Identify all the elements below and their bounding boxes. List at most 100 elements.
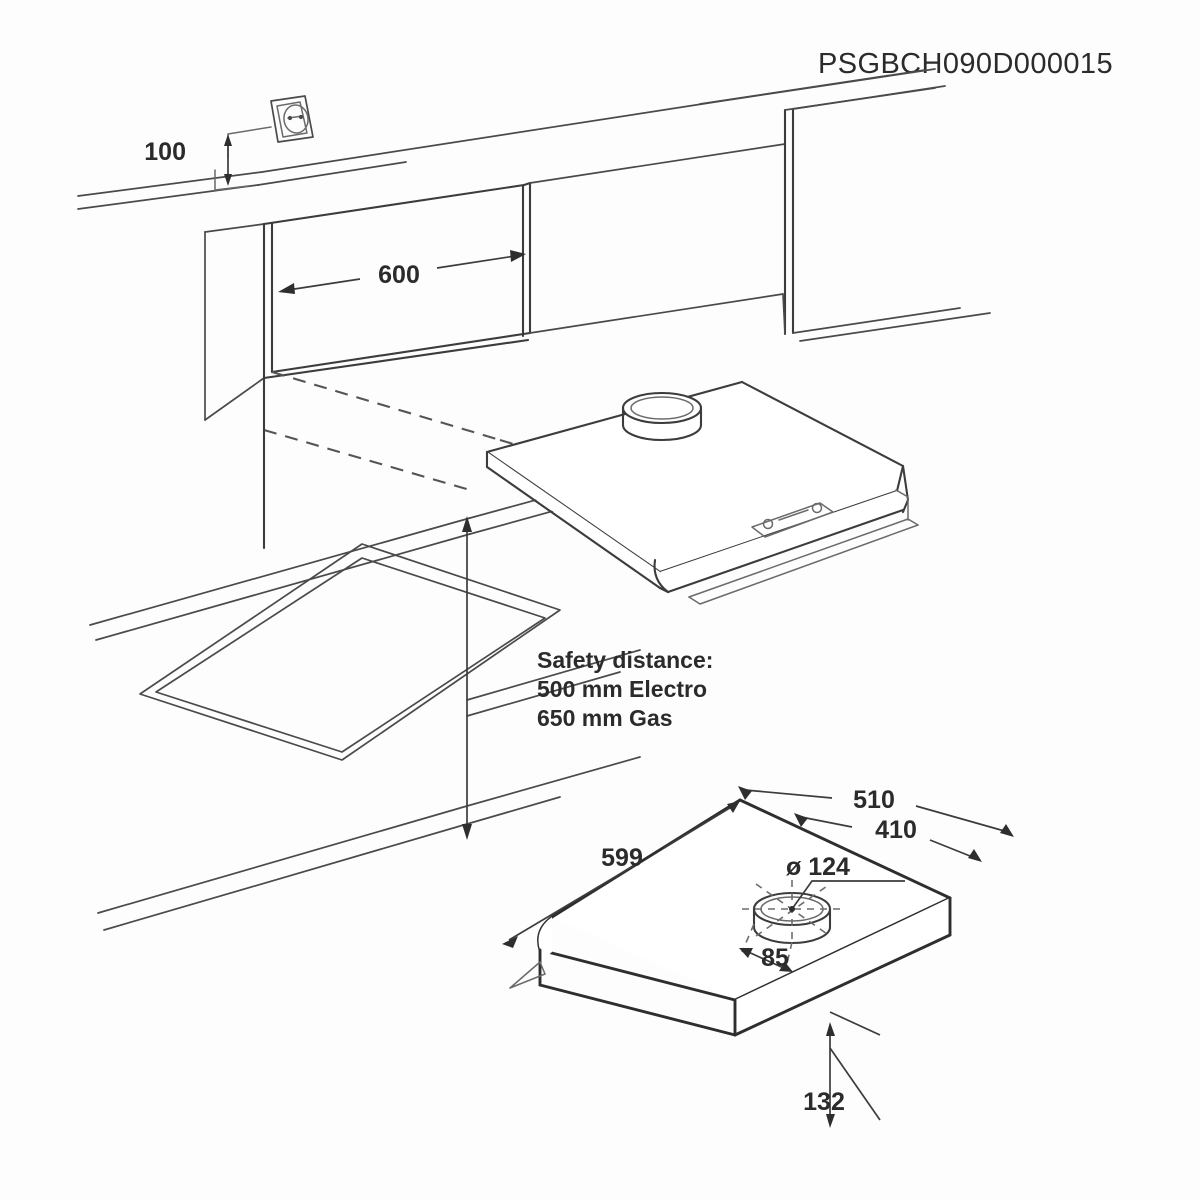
socket-base-leader	[214, 169, 249, 191]
dimension-600: 600	[278, 250, 526, 294]
drawing-code-label: PSGBCH090D000015	[818, 48, 1113, 80]
hood-top-right-corner	[895, 464, 905, 493]
cabinet-rear-top-edge-2	[257, 161, 407, 186]
worktop-front-edge	[97, 805, 468, 914]
safety-dim-arrow-top	[462, 516, 472, 532]
visor-right-bracket	[895, 489, 909, 521]
dim-100-arrow-up	[224, 134, 232, 146]
worktop-rear-edge	[89, 517, 471, 626]
dim-510-arrow-right	[1000, 824, 1014, 837]
safety-note-line3: 650 mm Gas	[537, 705, 673, 731]
projection-dash-upper	[271, 370, 501, 442]
dimension-410-label: 410	[875, 816, 917, 844]
control-panel[interactable]	[751, 502, 834, 538]
socket-pin-right	[298, 114, 304, 120]
dim-510-line-left	[744, 789, 833, 799]
visor-top-edge	[688, 518, 909, 598]
dim-85-ext-right	[785, 941, 793, 969]
dim-85-arrow-right	[779, 962, 793, 972]
cabinet-recess-bottom-receding	[529, 293, 784, 334]
duct-collar	[621, 391, 703, 442]
detail-top-face-fill	[552, 800, 950, 1000]
cabinet-right-bottom-edge-2	[799, 312, 991, 342]
cooktop-outer-outline	[139, 543, 561, 761]
dim-410-line-right	[929, 839, 976, 859]
cabinet-right-bottom-join	[782, 293, 786, 335]
dimension-132-label: 132	[803, 1088, 845, 1116]
visor-bottom-edge	[688, 524, 919, 605]
detail-front-bottom-edge	[733, 933, 952, 1037]
safety-note-line2: 500 mm Electro	[537, 676, 707, 702]
worktop-mid-line-2	[466, 671, 621, 717]
cabinet-front-top-edge	[262, 183, 526, 226]
dimension-510-label: 510	[853, 786, 895, 814]
control-button-2[interactable]	[811, 502, 823, 514]
hood-front-round-corner	[653, 558, 670, 594]
dim-599-line-upper	[663, 805, 734, 849]
hood-front-face-fill	[660, 491, 903, 592]
cabinet-top-left-edge	[77, 171, 263, 197]
duct-collar-top-fill	[623, 393, 701, 423]
dimension-85-label: 85	[761, 944, 789, 972]
dim-510-arrow-left	[738, 786, 752, 800]
dim-599-line-lower	[508, 861, 641, 941]
dim-85-arrow-left	[739, 948, 753, 958]
socket-round-face	[283, 104, 309, 134]
hood-top-rear-right-edge	[740, 380, 905, 468]
dim-132-ext-bottom	[829, 1047, 881, 1121]
safety-dim-arrow-bottom	[462, 824, 472, 840]
cabinet-top-right-edge-2	[727, 68, 936, 101]
dim-85-line	[743, 949, 789, 971]
dim-600-line-right	[436, 255, 516, 269]
worktop-rear-edge-2	[95, 533, 471, 641]
dimension-duct-diameter: ø 124	[786, 853, 905, 912]
dim-600-arrow-right	[510, 250, 526, 262]
socket-leader-line	[227, 126, 272, 159]
dim-124-dot	[789, 906, 795, 912]
dim-510-line-right	[915, 805, 1009, 833]
dimension-safety-distance	[462, 516, 472, 840]
detail-visor-tab-lower	[509, 973, 546, 989]
hood-top-rear-left-edge	[485, 380, 744, 454]
dim-132-arrow-top	[826, 1022, 835, 1036]
dimension-510: 510	[738, 786, 1014, 837]
dim-124-leader	[791, 880, 905, 910]
wall-cabinet-assembly	[77, 68, 991, 421]
hood-detail-view: ø 124 85 599	[502, 786, 1014, 1128]
worktop-front-edge-right	[466, 756, 641, 807]
dimension-85: 85	[739, 923, 793, 972]
detail-visor-tab-upper	[509, 961, 541, 989]
dim-599-arrow-start	[502, 936, 518, 948]
detail-top-rear-right-edge	[738, 798, 952, 900]
dim-599-arrow-end	[727, 801, 740, 813]
hood-left-face-fill	[487, 452, 660, 585]
cabinet-recess-bottom-front-2	[262, 338, 530, 380]
duct-collar-bottom-arc	[621, 423, 703, 442]
hood-front-bottom-edge	[666, 508, 905, 594]
socket-inner-plate	[276, 101, 308, 138]
worktop-front-edge-right-2	[466, 796, 561, 825]
projection-dash-upper-tail	[499, 438, 521, 448]
dimension-599: 599	[502, 801, 740, 948]
dim-410-line-left	[800, 816, 853, 828]
dim-410-arrow-left	[794, 813, 808, 827]
dimension-100: 100	[144, 134, 232, 186]
safety-note-line1: Safety distance:	[537, 647, 713, 673]
cooktop-inner-outline	[155, 557, 546, 753]
dimension-132: 132	[803, 1011, 881, 1128]
safety-distance-note: Safety distance: 500 mm Electro 650 mm G…	[537, 647, 713, 731]
hidden-projection-lines	[263, 370, 521, 492]
socket-pin-left	[287, 115, 293, 121]
detail-left-bottom-edge	[538, 983, 737, 1037]
control-slider-track[interactable]	[778, 509, 809, 521]
detail-left-face-fill	[538, 917, 552, 985]
cabinet-right-top-receding-2	[792, 85, 946, 110]
dimension-599-label: 599	[601, 844, 643, 872]
control-button-1[interactable]	[762, 518, 774, 530]
socket-outer-body	[270, 95, 314, 143]
dimension-410: 410	[794, 813, 982, 862]
dimension-100-label: 100	[144, 138, 186, 166]
control-panel-plate	[751, 502, 834, 538]
